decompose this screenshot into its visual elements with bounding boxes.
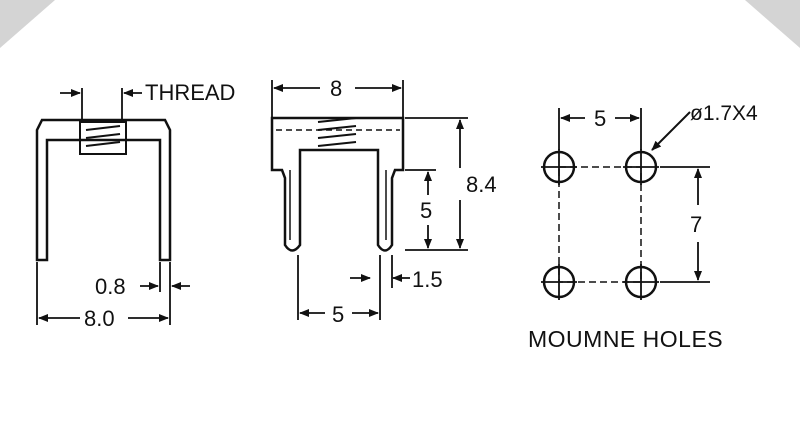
mounting-hole-top-right bbox=[623, 149, 659, 185]
height-label: 8.4 bbox=[466, 172, 497, 197]
hole-spec-label: ø1.7X4 bbox=[690, 102, 758, 125]
vertical-spacing-label: 7 bbox=[690, 212, 702, 237]
slot-depth-label: 5 bbox=[420, 198, 432, 223]
slot-width-label: 1.5 bbox=[412, 267, 443, 292]
mounting-holes-caption: MOUMNE HOLES bbox=[528, 326, 723, 352]
corner-decoration-top-left bbox=[0, 0, 55, 48]
mounting-hole-bottom-right bbox=[623, 264, 659, 300]
bracket-inner-line bbox=[46, 140, 161, 175]
corner-decoration-top-right bbox=[745, 0, 800, 48]
thread-label: THREAD bbox=[145, 80, 235, 105]
middle-view bbox=[270, 80, 468, 320]
bracket-outline bbox=[35, 118, 172, 262]
horizontal-spacing-label: 5 bbox=[594, 106, 606, 131]
width-label: 8.0 bbox=[84, 306, 115, 331]
right-view bbox=[541, 108, 710, 300]
hole-pattern-outline bbox=[558, 166, 642, 283]
mounting-hole-bottom-left bbox=[541, 264, 577, 300]
left-view bbox=[35, 88, 190, 325]
top-width-label: 8 bbox=[330, 76, 342, 101]
thickness-label: 0.8 bbox=[95, 274, 126, 299]
thread-block bbox=[79, 121, 127, 155]
clip-body-outline bbox=[270, 116, 405, 252]
mounting-hole-top-left bbox=[541, 149, 577, 185]
pin-spacing-label: 5 bbox=[332, 302, 344, 327]
